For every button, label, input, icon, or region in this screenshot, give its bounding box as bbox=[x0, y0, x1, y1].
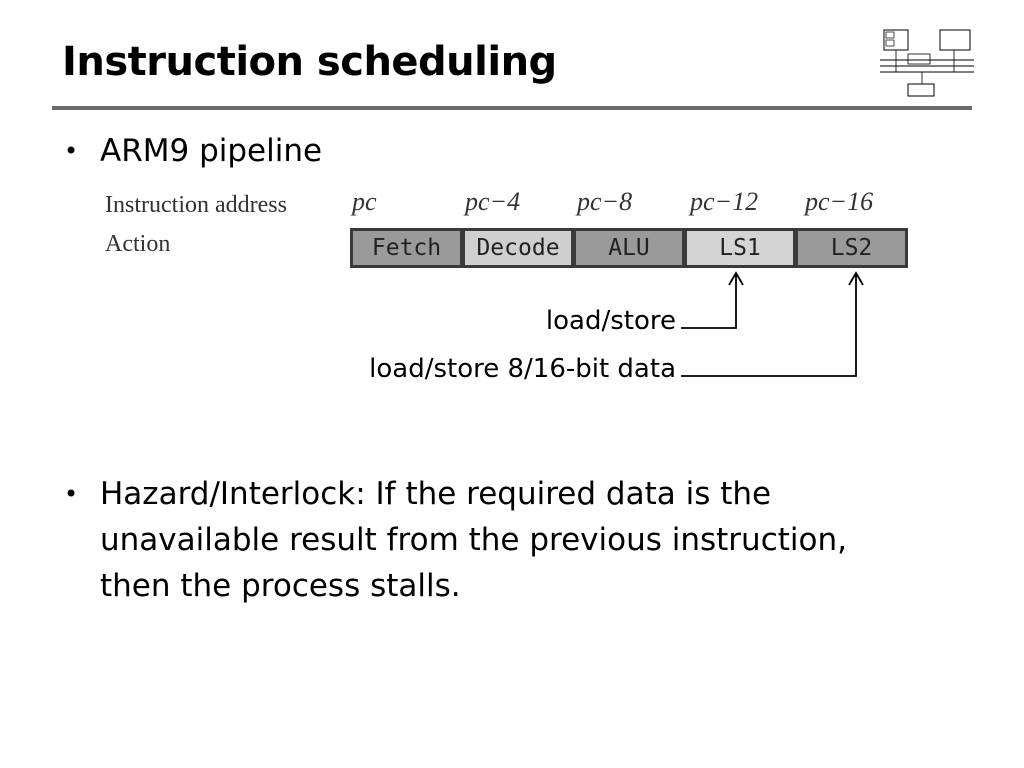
stage-address-decode: pc−4 bbox=[465, 187, 521, 216]
bullet-text: ARM9 pipeline bbox=[100, 133, 323, 169]
title-rule bbox=[52, 106, 972, 110]
bullet-arm9-pipeline: • ARM9 pipeline bbox=[64, 128, 322, 174]
stage-ls1: LS1 bbox=[685, 228, 796, 268]
connector-ls1 bbox=[681, 273, 737, 329]
slide-title: Instruction scheduling bbox=[62, 39, 557, 85]
action-label: Action bbox=[105, 231, 171, 257]
annotation-load-store-8-16-bit: load/store 8/16-bit data bbox=[369, 354, 676, 384]
stage-decode: Decode bbox=[463, 228, 574, 268]
stage-alu: ALU bbox=[574, 228, 685, 268]
system-diagram-thumbnail bbox=[880, 29, 974, 97]
stage-address-ls1: pc−12 bbox=[690, 187, 759, 216]
annotation-load-store: load/store bbox=[545, 306, 676, 336]
bullet-marker: • bbox=[64, 137, 79, 165]
arrow-ls2-icon bbox=[848, 271, 864, 286]
stage-address-alu: pc−8 bbox=[577, 187, 633, 216]
bullet-text: Hazard/Interlock: If the required data i… bbox=[100, 476, 847, 604]
instruction-address-label: Instruction address bbox=[105, 192, 287, 218]
arrow-ls1-icon bbox=[728, 271, 744, 286]
stage-fetch: Fetch bbox=[350, 228, 463, 268]
stage-address-fetch: pc bbox=[352, 187, 377, 216]
bullet-hazard-interlock: • Hazard/Interlock: If the required data… bbox=[64, 471, 914, 609]
stage-ls2: LS2 bbox=[796, 228, 908, 268]
connector-ls2 bbox=[681, 273, 857, 377]
bullet-marker: • bbox=[64, 480, 79, 508]
stage-address-ls2: pc−16 bbox=[805, 187, 874, 216]
